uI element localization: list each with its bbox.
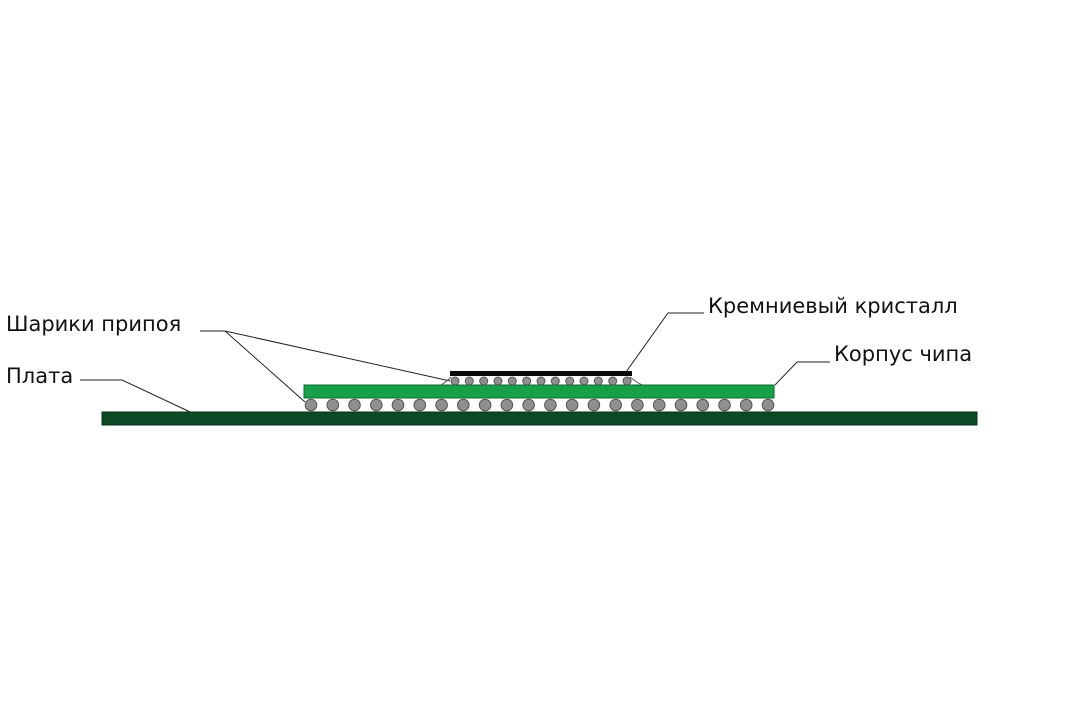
package-solder-ball	[587, 398, 601, 412]
package-leader-line	[774, 361, 830, 386]
die-solder-bump	[507, 376, 517, 386]
die-solder-bump	[522, 376, 532, 386]
package-solder-ball	[500, 398, 514, 412]
underfill-fillets	[440, 376, 643, 386]
die-solder-bump	[536, 376, 546, 386]
die-leader-line	[625, 312, 704, 373]
die-solder-bumps	[450, 376, 632, 386]
package-solder-ball	[435, 398, 448, 412]
package-solder-ball	[631, 398, 644, 412]
package-solder-ball	[370, 398, 383, 412]
package-solder-ball	[304, 398, 318, 412]
package-solder-ball	[544, 398, 557, 412]
package-solder-ball	[609, 398, 623, 412]
die-solder-bump	[579, 376, 589, 386]
chip-package	[303, 384, 775, 399]
silicon-die	[450, 371, 632, 376]
die-solder-bump	[593, 376, 603, 386]
package-solder-ball	[348, 398, 361, 412]
die-solder-bump	[565, 376, 575, 386]
die-solder-bump	[464, 376, 474, 386]
package-solder-ball	[413, 398, 427, 412]
leader-lines	[80, 312, 830, 420]
package-solder-ball	[696, 398, 710, 412]
package-solder-ball	[391, 398, 405, 412]
die-solder-bump	[550, 376, 560, 386]
die-solder-bump	[608, 376, 618, 386]
die-solder-bump	[622, 376, 632, 386]
package-solder-ball	[761, 398, 775, 412]
package-solder-ball	[718, 398, 731, 412]
package-label: Корпус чипа	[834, 342, 973, 366]
solder-balls-leader-line	[200, 330, 451, 382]
die-label: Кремниевый кристалл	[708, 294, 958, 318]
board-leader-line	[80, 379, 206, 420]
package-solder-ball	[522, 398, 535, 412]
package-solder-ball	[326, 398, 340, 412]
die-solder-bump	[479, 376, 489, 386]
solder-balls-leader-line-2	[224, 330, 306, 403]
package-solder-ball	[478, 398, 492, 412]
package-solder-ball	[674, 398, 688, 412]
package-solder-ball	[565, 398, 579, 412]
package-solder-ball	[652, 398, 666, 412]
solder-balls-label: Шарики припоя	[6, 312, 182, 336]
package-solder-balls	[304, 398, 775, 412]
die-solder-bump	[450, 376, 460, 386]
board	[101, 411, 978, 426]
die-solder-bump	[493, 376, 503, 386]
board-label: Плата	[6, 364, 74, 388]
package-solder-ball	[457, 398, 470, 412]
package-solder-ball	[739, 398, 753, 412]
